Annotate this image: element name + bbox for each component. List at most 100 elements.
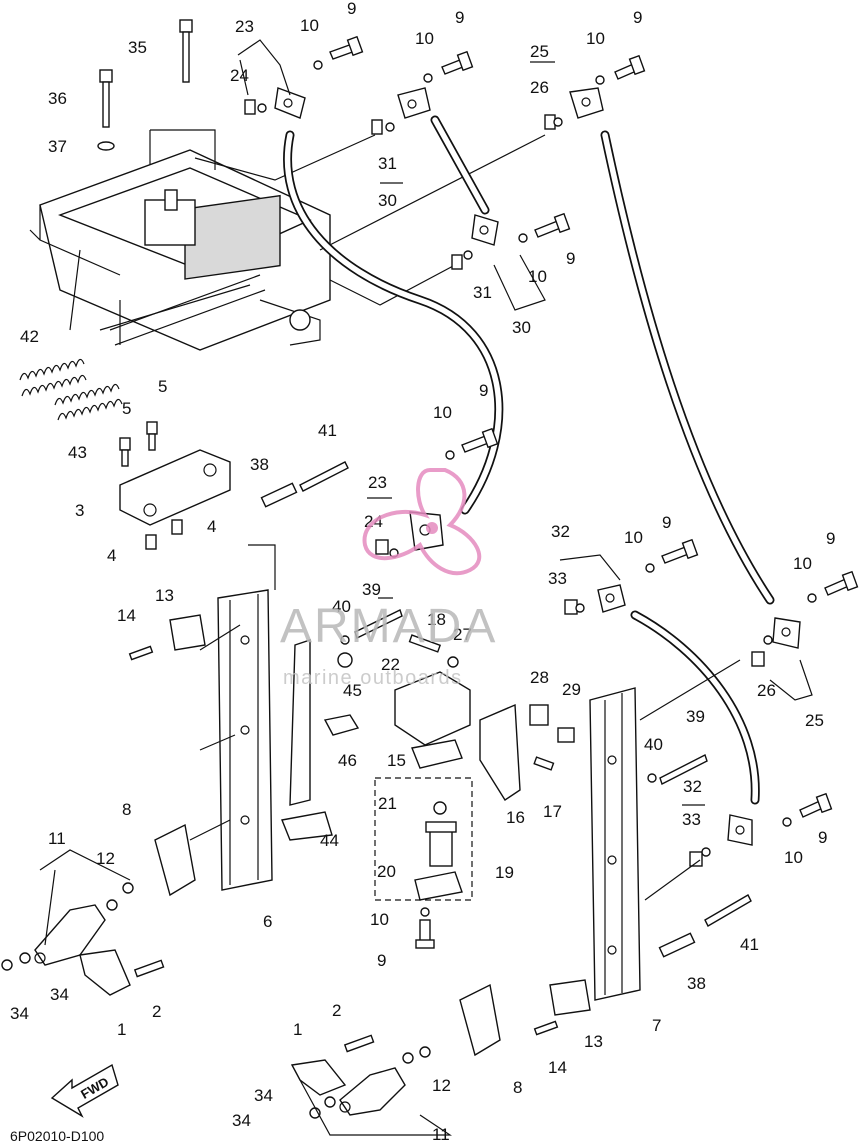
stay-13	[169, 614, 591, 1016]
callout-41: 41	[740, 935, 759, 954]
callout-11: 11	[432, 1125, 450, 1144]
callout-26: 26	[757, 681, 776, 700]
callout-10: 10	[300, 16, 319, 35]
callout-36: 36	[48, 89, 67, 108]
callout-25: 25	[530, 42, 549, 61]
callout-14: 14	[548, 1058, 567, 1077]
bolt-17	[533, 756, 555, 771]
callout-10: 10	[370, 910, 389, 929]
bolt-45	[337, 652, 353, 668]
callout-39: 39	[686, 707, 705, 726]
bolt-icon	[661, 538, 699, 564]
callout-9: 9	[826, 529, 835, 548]
propeller-logo-icon	[362, 468, 482, 576]
fuel-rail-6	[217, 589, 273, 891]
bolt-icon	[415, 919, 435, 949]
fuel-hose-1	[283, 130, 504, 515]
callout-16: 16	[506, 808, 525, 827]
callout-12: 12	[96, 849, 115, 868]
callout-37: 37	[48, 137, 67, 156]
callout-11: 11	[48, 829, 66, 848]
bolt-39-40	[340, 609, 708, 785]
callout-10: 10	[586, 29, 605, 48]
callout-10: 10	[415, 29, 434, 48]
fwd-arrow-icon: FWD	[50, 1063, 119, 1118]
callout-2: 2	[332, 1001, 341, 1020]
callout-42: 42	[20, 327, 39, 346]
hose-joint-top-1	[274, 87, 306, 119]
callout-38: 38	[687, 974, 706, 993]
callout-4: 4	[207, 517, 216, 536]
callout-26: 26	[530, 78, 549, 97]
bolt-icon	[534, 212, 571, 238]
watermark-name: ARMADA	[280, 600, 497, 653]
callout-13: 13	[584, 1032, 603, 1051]
callout-44: 44	[320, 831, 339, 850]
callout-6: 6	[263, 912, 272, 931]
filter-28	[529, 704, 549, 726]
callout-43: 43	[68, 443, 87, 462]
fuel-hose-3	[600, 130, 775, 605]
callout-34: 34	[232, 1111, 251, 1130]
hose-joint-top-3	[569, 87, 604, 119]
callout-19: 19	[495, 863, 514, 882]
callout-10: 10	[433, 403, 452, 422]
holder-1-left	[79, 949, 131, 996]
hose-joint-right-2	[772, 617, 801, 649]
callout-38: 38	[250, 455, 269, 474]
callout-31: 31	[473, 283, 492, 302]
hose-joint-center	[409, 511, 444, 551]
callout-34: 34	[254, 1086, 273, 1105]
plate-8	[154, 823, 501, 1057]
bracket-16	[479, 703, 521, 801]
bolt-icon	[461, 427, 499, 453]
injector-11-left	[34, 904, 106, 966]
valve-19	[425, 821, 457, 867]
callout-10: 10	[528, 267, 547, 286]
callout-10: 10	[624, 528, 643, 547]
callout-18: 18	[427, 610, 446, 629]
callout-17: 17	[543, 802, 562, 821]
vapor-separator-assembly	[29, 129, 331, 351]
bolt-icon	[441, 50, 474, 75]
callout-32: 32	[551, 522, 570, 541]
collar-4	[145, 519, 183, 550]
watermark: ARMADA marine outboards	[280, 468, 497, 689]
callout-35: 35	[128, 38, 147, 57]
clamp-44	[281, 639, 333, 841]
seal-12	[106, 882, 431, 1064]
bolt-14	[128, 645, 559, 1036]
dowel-38	[260, 482, 298, 508]
callout-9: 9	[377, 951, 386, 970]
pressure-regulator-22	[394, 671, 471, 746]
callout-30: 30	[512, 318, 531, 337]
bolt-icon	[614, 54, 646, 80]
callout-13: 13	[155, 586, 174, 605]
gasket-20	[414, 871, 463, 901]
bolt-set	[313, 35, 859, 949]
callout-34: 34	[50, 985, 69, 1004]
washer-37	[97, 141, 115, 151]
callout-10: 10	[784, 848, 803, 867]
callout-32: 32	[683, 777, 702, 796]
callout-9: 9	[347, 0, 356, 18]
hose-joint-mid	[471, 214, 499, 246]
callout-7: 7	[652, 1016, 661, 1035]
callout-21: 21	[378, 794, 397, 813]
callout-9: 9	[662, 513, 671, 532]
bolt-icon	[824, 570, 859, 596]
spring-42	[19, 358, 87, 397]
callout-25: 25	[805, 711, 824, 730]
callout-5: 5	[158, 377, 167, 396]
callout-5: 5	[122, 399, 131, 418]
grommet-set	[244, 99, 773, 867]
callout-4: 4	[107, 546, 116, 565]
callout-2: 2	[152, 1002, 161, 1021]
seal-34	[1, 952, 336, 1119]
callout-15: 15	[387, 751, 406, 770]
callout-40: 40	[644, 735, 663, 754]
callout-12: 12	[432, 1076, 451, 1095]
bracket-3	[119, 449, 231, 526]
spring-43	[54, 383, 123, 421]
